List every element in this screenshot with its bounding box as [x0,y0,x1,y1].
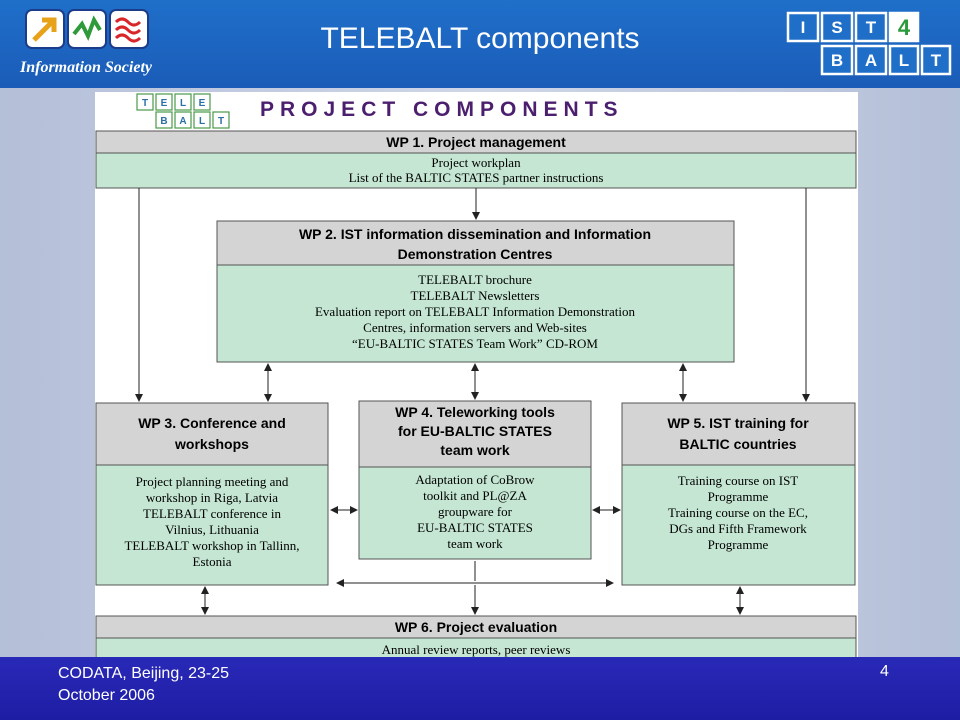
wp5-line-3: Training course on the EC, [668,505,808,520]
ist-letter-s: S [831,18,842,37]
wp6-line-1: Annual review reports, peer reviews [382,642,571,657]
wp3-title-line-2: workshops [174,436,249,452]
wp1-box: WP 1. Project management Project workpla… [95,130,857,189]
footer-conference-info: CODATA, Beijing, 23-25 October 2006 [58,663,229,707]
wp2-box: WP 2. IST information dissemination and … [216,220,735,363]
wp3-box: WP 3. Conference and workshops Project p… [95,402,329,586]
wp5-title-line-1: WP 5. IST training for [667,415,809,431]
logo-caption: Information Society [19,59,153,76]
wp2-line-1: TELEBALT brochure [418,272,532,287]
ist-letter-t: T [866,18,877,37]
wp4-line-4: EU-BALTIC STATES [417,520,533,535]
tele-letter-4: E [199,98,206,109]
wp6-box: WP 6. Project evaluation Annual review r… [95,615,857,661]
ist4balt-logo: I S T 4 B A L T [786,11,952,76]
telebalt-logo-tiles: T E L E B A L T [136,93,230,129]
wp5-line-1: Training course on IST [678,473,799,488]
wp4-box: WP 4. Teleworking tools for EU-BALTIC ST… [358,400,592,560]
wp2-title-line-2: Demonstration Centres [398,246,553,262]
balt-tile-letter-3: L [199,116,205,127]
wp2-line-3: Evaluation report on TELEBALT Informatio… [315,304,636,319]
information-society-logo: Information Society [19,9,153,76]
balt-letter-t: T [931,51,942,70]
slide-footer: CODATA, Beijing, 23-25 October 2006 4 [0,657,960,720]
wp4-line-3: groupware for [438,504,513,519]
footer-line-1: CODATA, Beijing, 23-25 [58,665,230,682]
wp4-title-line-3: team work [440,442,509,458]
wp3-line-5: TELEBALT workshop in Tallinn, [124,538,299,553]
wp4-title-line-2: for EU-BALTIC STATES [398,423,552,439]
wp4-line-1: Adaptation of CoBrow [415,472,535,487]
slide-header: Information Society TELEBALT components … [0,0,960,88]
wp6-title: WP 6. Project evaluation [395,619,557,635]
wp4-line-5: team work [447,536,503,551]
wp1-line-2: List of the BALTIC STATES partner instru… [349,170,604,185]
wp3-line-2: workshop in Riga, Latvia [146,490,278,505]
wp2-line-2: TELEBALT Newsletters [411,288,540,303]
connector-arrows [135,188,810,615]
wp5-line-2: Programme [708,489,769,504]
balt-tile-letter-1: B [160,116,167,127]
wp3-line-1: Project planning meeting and [136,474,289,489]
slide-title: TELEBALT components [320,22,640,55]
page-number: 4 [880,663,889,680]
diagram-heading: PROJECT COMPONENTS [260,98,624,121]
wp5-line-5: Programme [708,537,769,552]
tele-letter-3: L [180,98,186,109]
ist-digit-4: 4 [898,15,911,40]
balt-letter-l: L [899,51,909,70]
wp3-line-6: Estonia [193,554,232,569]
wp2-line-5: “EU-BALTIC STATES Team Work” CD-ROM [352,336,598,351]
wp5-line-4: DGs and Fifth Framework [669,521,807,536]
wp4-title-line-1: WP 4. Teleworking tools [395,404,555,420]
wp3-line-4: Vilnius, Lithuania [165,522,259,537]
balt-tile-letter-2: A [179,116,186,127]
tele-letter-1: T [142,98,148,109]
balt-letter-b: B [831,51,843,70]
wp5-title-line-2: BALTIC countries [679,436,796,452]
ist-letter-i: I [801,18,806,37]
project-components-diagram: T E L E B A L T PROJECT COMPONENTS WP 1.… [95,92,858,662]
wp1-line-1: Project workplan [431,155,521,170]
balt-letter-a: A [865,51,877,70]
wp5-box: WP 5. IST training for BALTIC countries … [621,402,856,586]
wp3-title-line-1: WP 3. Conference and [138,415,286,431]
wp2-line-4: Centres, information servers and Web-sit… [363,320,587,335]
wp3-line-3: TELEBALT conference in [143,506,281,521]
tele-letter-2: E [161,98,168,109]
wp1-title: WP 1. Project management [386,134,566,150]
wp4-line-2: toolkit and PL@ZA [423,488,527,503]
footer-line-2: October 2006 [58,687,155,704]
balt-tile-letter-4: T [218,116,224,127]
wp2-title-line-1: WP 2. IST information dissemination and … [299,226,651,242]
